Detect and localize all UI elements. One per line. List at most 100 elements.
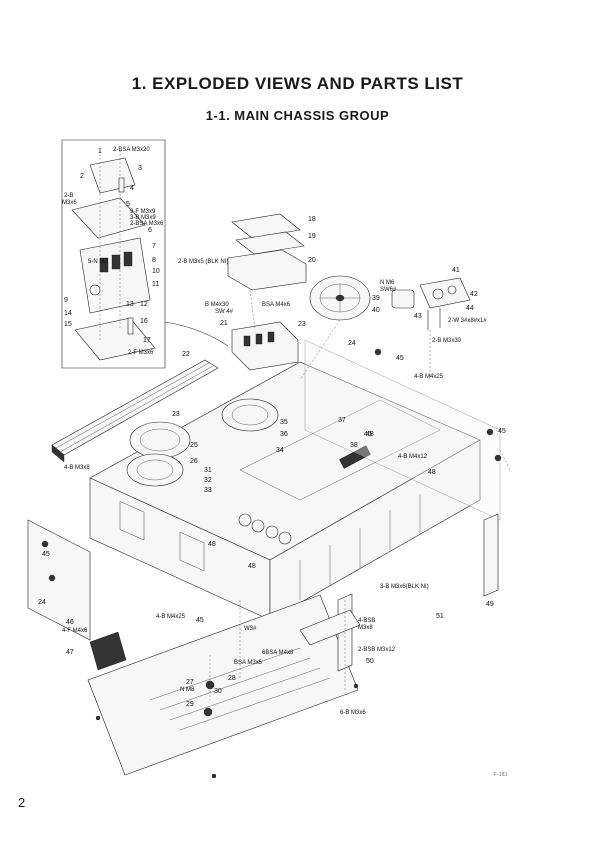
cover-plate-18 <box>231 213 301 239</box>
callout-label: 29 <box>186 701 194 708</box>
callout-label: 5-N M2 <box>88 259 108 265</box>
inset-frame <box>61 139 166 369</box>
callout-label: 34 <box>276 447 284 454</box>
callout-label: 3-B M3x6(BLK NI) <box>380 584 429 590</box>
callout-label: 23 <box>298 321 306 328</box>
pin-4 <box>118 177 125 193</box>
head-1 <box>99 257 109 273</box>
callout-label: 50 <box>366 658 374 665</box>
callout-label: 9 <box>64 297 68 304</box>
callout-label: 26 <box>190 458 198 465</box>
head-cable <box>164 321 229 347</box>
side-panel-right <box>304 339 501 521</box>
callout-label: 2-B M3x30 <box>432 338 462 344</box>
page-number: 2 <box>18 795 26 810</box>
side-panel-left <box>27 519 91 641</box>
callout-label: 46 <box>66 619 74 626</box>
callout-label: 4-B M4x12 <box>398 454 428 460</box>
callout-label: M3x6 <box>62 200 77 206</box>
callout-label: 28 <box>228 675 236 682</box>
callout-label: 6 <box>148 227 152 234</box>
bracket-foot <box>299 609 361 646</box>
callout-label: 18 <box>308 216 316 223</box>
callout-label: 1 <box>98 148 102 155</box>
callout-label: 2-B M3x5 (BLK NI) <box>178 259 228 265</box>
callout-label: 48 <box>366 431 374 438</box>
callout-label: 2-F M3x6 <box>128 350 154 356</box>
callout-label: 4-B M4x25 <box>414 374 444 380</box>
callout-label: 31 <box>204 467 212 474</box>
head-base-plate <box>71 197 146 239</box>
panel-19 <box>235 231 305 255</box>
callout-label: BSA M3x5 <box>234 660 263 666</box>
callout-label: 48 <box>208 541 216 548</box>
callout-label: 2-W 3#x8#x1# <box>448 318 487 324</box>
callout-label: 15 <box>64 321 72 328</box>
callout-label: 44 <box>466 305 474 312</box>
callout-label: 6-B M3x6 <box>340 710 366 716</box>
callout-label: 48 <box>428 469 436 476</box>
reel-table-top <box>309 275 371 321</box>
callout-label: 7 <box>152 243 156 250</box>
callout-label: SW 4# <box>215 309 234 315</box>
callout-label: 48 <box>248 563 256 570</box>
callout-label: 4-F M4x6 <box>62 628 88 634</box>
callout-label: 25 <box>190 442 198 449</box>
callout-label: 12 <box>140 301 148 308</box>
callout-label: 42 <box>470 291 478 298</box>
callout-label: 4-B M3x8 <box>64 465 90 471</box>
callout-label: 2-BSB M3x12 <box>358 647 396 653</box>
callout-label: B M4x30 <box>205 302 229 308</box>
fasteners <box>41 348 502 779</box>
callout-label: 39 <box>372 295 380 302</box>
callout-label: N M8 <box>180 687 195 693</box>
head-cover-20 <box>227 249 307 291</box>
callout-label: N M6 <box>380 280 395 286</box>
callout-label: 6BSA M4x8 <box>262 650 294 656</box>
callout-label: 13 <box>126 301 134 308</box>
callout-label: 40 <box>372 307 380 314</box>
callout-label: 35 <box>280 419 288 426</box>
bracket-49 <box>483 513 499 597</box>
callout-label: 2-BSA M3x20 <box>113 147 150 153</box>
callout-label: 2-B <box>64 193 73 199</box>
callout-label: 20 <box>308 257 316 264</box>
callout-label: 11 <box>152 281 159 288</box>
callout-label: 49 <box>486 601 494 608</box>
section-subtitle: 1-1. MAIN CHASSIS GROUP <box>205 108 390 123</box>
callout-label: 45 <box>42 551 50 558</box>
callout-label: 3 <box>138 165 142 172</box>
callout-label: BSA M4x6 <box>262 302 291 308</box>
callout-label: 33 <box>204 487 212 494</box>
callout-label: 21 <box>220 320 228 327</box>
cover-parts <box>227 213 307 291</box>
callout-label: 38 <box>350 442 358 449</box>
callout-label: 51 <box>436 613 444 620</box>
callout-label: 2-BSA M3x6 <box>130 221 164 227</box>
callout-label: 32 <box>204 477 212 484</box>
callout-label: 45 <box>196 617 204 624</box>
pin-16 <box>127 317 134 335</box>
head-2 <box>111 254 121 270</box>
callout-label: 19 <box>308 233 316 240</box>
callout-label: 45 <box>364 431 372 438</box>
callout-label: 37 <box>338 417 346 424</box>
motor-assembly <box>391 277 471 330</box>
main-chassis <box>89 361 481 621</box>
callout-label: 2 <box>80 173 84 180</box>
callout-label: W3# <box>244 626 257 632</box>
callout-label: 10 <box>152 268 160 275</box>
callout-label: 22 <box>182 351 190 358</box>
callout-label: 23 <box>172 411 180 418</box>
callout-label: 16 <box>140 318 148 325</box>
head-block-inset <box>61 139 166 369</box>
callout-label: 27 <box>186 679 194 686</box>
head-cover <box>89 157 136 194</box>
callout-label: 17 <box>143 337 151 344</box>
guide-roller <box>89 284 101 296</box>
bottom-plate <box>87 594 359 776</box>
callout-label: 30 <box>214 688 222 695</box>
head-block-21 <box>231 321 299 371</box>
callout-label: 14 <box>64 310 72 317</box>
